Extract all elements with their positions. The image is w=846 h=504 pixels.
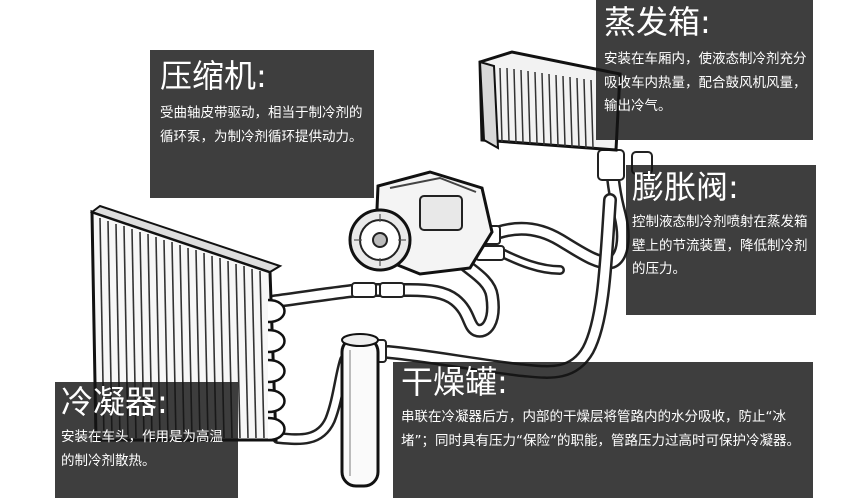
condenser-label: 冷凝器: 安装在车头，作用是为高温的制冷剂散热。 bbox=[55, 382, 238, 498]
evaporator-label: 蒸发箱: 安装在车厢内，使液态制冷剂充分吸收车内热量，配合鼓风机风量，输出冷气。 bbox=[596, 0, 813, 140]
drier-label: 干燥罐: 串联在冷凝器后方，内部的干燥层将管路内的水分吸收，防止“冰堵”；同时具… bbox=[393, 362, 813, 498]
evaporator-title: 蒸发箱: bbox=[604, 3, 711, 41]
compressor-title: 压缩机: bbox=[160, 57, 267, 95]
condenser-title: 冷凝器: bbox=[61, 383, 168, 421]
drier-title: 干燥罐: bbox=[401, 363, 508, 401]
compressor-description: 受曲轴皮带驱动，相当于制冷剂的循环泵，为制冷剂循环提供动力。 bbox=[160, 105, 363, 145]
expansion-valve-title: 膨胀阀: bbox=[632, 168, 739, 206]
expansion-valve-label: 膨胀阀: 控制液态制冷剂喷射在蒸发箱壁上的节流装置，降低制冷剂的压力。 bbox=[626, 165, 816, 315]
compressor-illustration bbox=[348, 170, 494, 276]
drier-description: 串联在冷凝器后方，内部的干燥层将管路内的水分吸收，防止“冰堵”；同时具有压力“保… bbox=[401, 409, 800, 449]
expansion-valve-description: 控制液态制冷剂喷射在蒸发箱壁上的节流装置，降低制冷剂的压力。 bbox=[632, 214, 808, 278]
evaporator-illustration bbox=[478, 50, 622, 152]
drier-illustration bbox=[340, 333, 380, 488]
evaporator-description: 安装在车厢内，使液态制冷剂充分吸收车内热量，配合鼓风机风量，输出冷气。 bbox=[604, 51, 807, 115]
condenser-description: 安装在车头，作用是为高温的制冷剂散热。 bbox=[61, 429, 223, 469]
compressor-label: 压缩机: 受曲轴皮带驱动，相当于制冷剂的循环泵，为制冷剂循环提供动力。 bbox=[150, 50, 374, 198]
